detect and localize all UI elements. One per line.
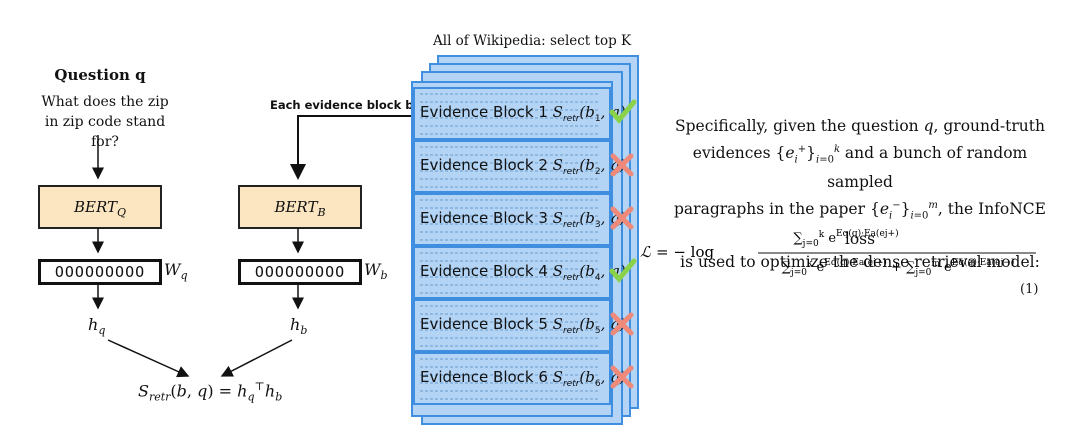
wikipedia-label: All of Wikipedia: select top K — [433, 33, 632, 49]
check-icon — [609, 99, 637, 124]
score-formula: Sretr(b, q) = hq⊤hb — [138, 380, 283, 404]
evidence-block-4: Evidence Block 4 Sretr(b4, q) — [413, 246, 637, 299]
question-title: Question q — [54, 66, 146, 84]
cross-icon — [610, 312, 634, 336]
paragraph-line-2: evidences {ei+}i=0k and a bunch of rando… — [692, 144, 1028, 192]
equation-number: (1) — [1020, 282, 1039, 297]
evidence-block-3: Evidence Block 3 Sretr(b3, q) — [413, 193, 634, 246]
arrow-hq-to-score — [107, 339, 190, 378]
block-vector: OOOOOOOOO — [238, 259, 362, 285]
evidence-block-1: Evidence Block 1 Sretr(b1, q) — [413, 87, 637, 140]
description-paragraph: Specifically, given the question q, grou… — [660, 115, 1060, 274]
query-vector: OOOOOOOOO — [38, 259, 162, 285]
paragraph-line-4: is used to optimize the dense retrieval … — [680, 252, 1040, 271]
cross-icon — [610, 365, 634, 389]
svg-text:∑j=0k eEq(q)·Ea(ej+): ∑j=0k eEq(q)·Ea(ej+) — [793, 228, 898, 249]
evidence-blocks: Evidence Block 1 Sretr(b1, q)Evidence Bl… — [413, 87, 637, 405]
bert-block-encoder: BERTB — [238, 185, 362, 229]
check-icon — [609, 258, 637, 283]
evidence-block-label: Each evidence block b — [270, 98, 414, 112]
svg-text:= − log: = − log — [656, 243, 715, 261]
arrow-hb-to-score — [220, 339, 293, 377]
h-q: hq — [88, 315, 106, 338]
evidence-block-6: Evidence Block 6 Sretr(b6, q) — [413, 352, 634, 405]
paragraph-line-1: Specifically, given the question q, grou… — [675, 117, 1045, 135]
weight-wq: Wq — [164, 260, 188, 283]
cross-icon — [610, 153, 634, 177]
h-b: hb — [290, 315, 308, 338]
question-line-1: What does the zip — [41, 94, 169, 110]
bert-query-encoder: BERTQ — [38, 185, 162, 229]
cross-icon — [610, 206, 634, 230]
weight-wb: Wb — [364, 260, 388, 283]
svg-text:∑j=0k eEq(q)·Ea(ej+) + ∑j=0m e: ∑j=0k eEq(q)·Ea(ej+) + ∑j=0m eEq(q)·Ea(e… — [782, 257, 1015, 278]
svg-text:ℒ: ℒ — [640, 243, 652, 261]
infonce-equation: ℒ = − log ∑j=0k eEq(q)·Ea(ej+) ∑j=0k eEq… — [640, 228, 1036, 278]
evidence-block-2: Evidence Block 2 Sretr(b2, q) — [413, 140, 634, 193]
arrow-block-to-bert — [290, 115, 412, 180]
paragraph-line-3: paragraphs in the paper {ei−}i=0m, the I… — [674, 200, 1046, 248]
evidence-block-5: Evidence Block 5 Sretr(b5, q) — [413, 299, 634, 352]
